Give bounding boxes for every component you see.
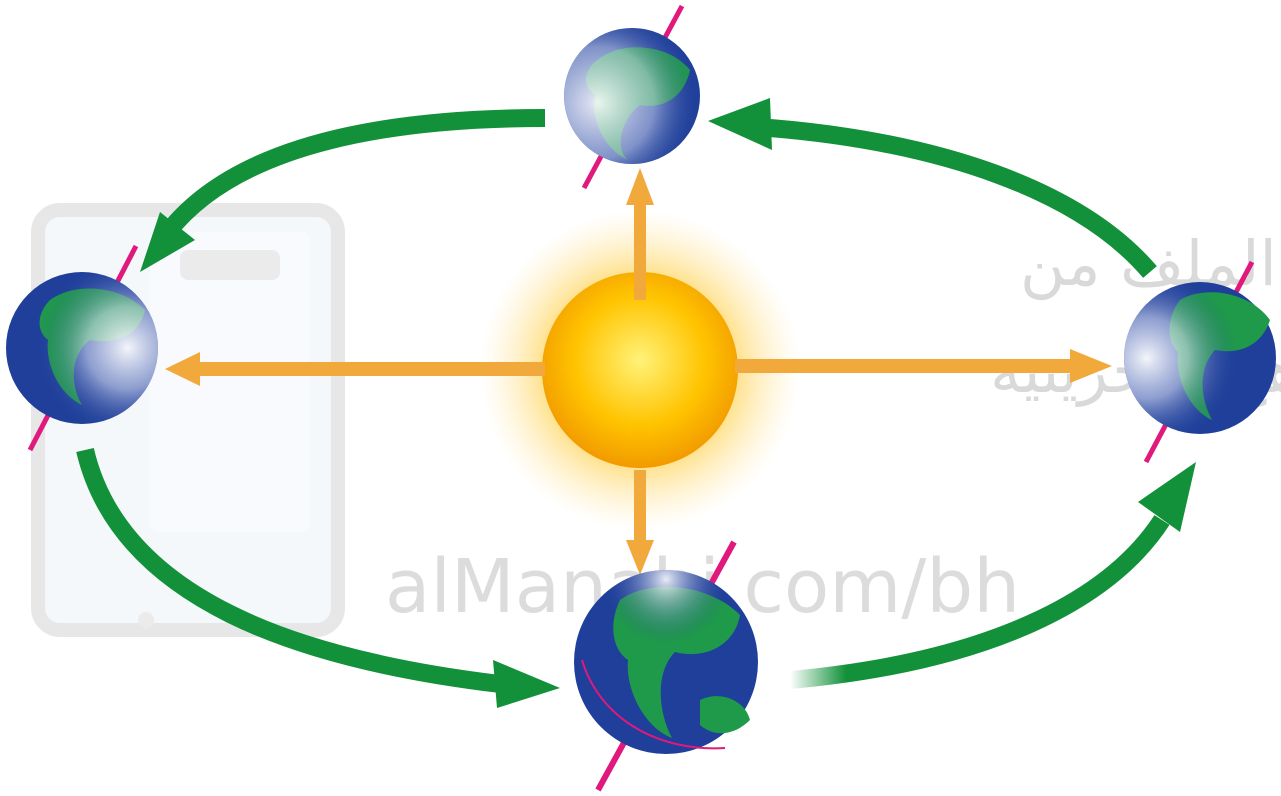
sun-core <box>542 272 738 468</box>
earth-top <box>564 6 700 188</box>
